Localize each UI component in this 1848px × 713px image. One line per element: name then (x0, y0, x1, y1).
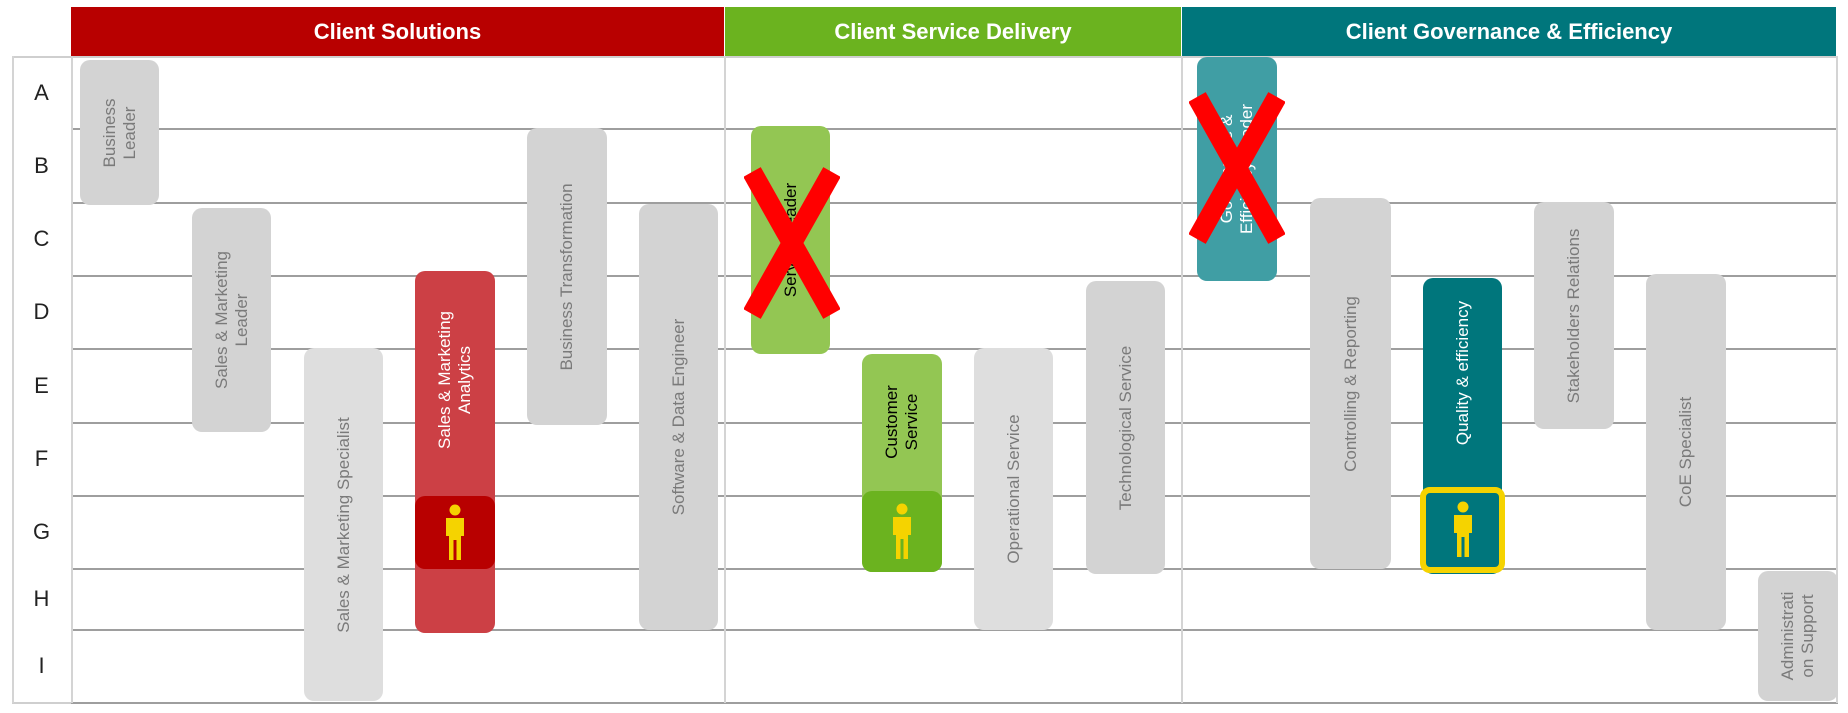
grid-line (71, 629, 1838, 631)
role-label: Customer Service (882, 384, 921, 459)
person-tile-customer-service (862, 491, 942, 572)
role-business-transformation: Business Transformation (527, 128, 607, 425)
role-software-data-engineer: Software & Data Engineer (639, 204, 718, 630)
role-label: Controlling & Reporting (1340, 295, 1360, 472)
role-label: Business Transformation (557, 182, 576, 371)
person-icon (1453, 501, 1472, 557)
grid-line-bottom-label (12, 702, 71, 704)
row-label-f: F (34, 445, 49, 471)
grid-line (71, 495, 1838, 497)
role-administration-support: Administrati on Support (1758, 571, 1838, 701)
row-label-h: H (33, 585, 50, 611)
grid-line (71, 202, 1838, 204)
role-sales-marketing-leader: Sales & Marketing Leader (192, 208, 271, 432)
grid-line (71, 275, 1838, 277)
row-label-c: C (33, 225, 50, 251)
row-label-e: E (34, 372, 49, 398)
grid-line (71, 422, 1838, 424)
person-icon (446, 504, 464, 560)
header-client-solutions: Client Solutions (71, 7, 724, 56)
header-client-governance-efficiency: Client Governance & Efficiency (1182, 7, 1836, 56)
row-label-b: B (34, 152, 49, 178)
grid-border-left (12, 56, 14, 703)
grid-divider-delivery (1181, 56, 1183, 703)
role-label: Governance & Efficiency Leader (1217, 103, 1256, 235)
grid-divider-solutions (724, 56, 726, 703)
role-label: Software & Data Engineer (668, 318, 688, 516)
role-label: Sales & Marketing Specialist (333, 416, 353, 633)
role-governance-efficiency-leader: Governance & Efficiency Leader (1197, 57, 1277, 281)
role-label: Technological Service (1115, 345, 1135, 510)
person-icon (893, 503, 911, 559)
role-controlling-reporting: Controlling & Reporting (1310, 198, 1391, 569)
role-label: Sales & Marketing Analytics (435, 310, 474, 449)
row-label-g: G (32, 518, 51, 544)
grid-line-top (12, 56, 1838, 58)
role-label: CoE Specialist (1676, 396, 1695, 508)
role-label: Quality & efficiency (1452, 300, 1472, 445)
role-label: Administrati on Support (1778, 591, 1817, 681)
role-label: Operational Service (1003, 414, 1023, 564)
header-client-service-delivery: Client Service Delivery (725, 7, 1181, 56)
role-sales-marketing-specialist: Sales & Marketing Specialist (304, 348, 383, 701)
person-tile-sales-analytics (415, 496, 495, 569)
grid-border-right (1836, 56, 1838, 703)
role-label: Business Leader (99, 98, 139, 167)
row-label-d: D (33, 298, 50, 324)
role-sales-marketing-analytics: Sales & Marketing Analytics (415, 271, 495, 633)
role-coe-specialist: CoE Specialist (1646, 274, 1726, 630)
grid-line-bottom (71, 702, 1838, 704)
row-label-a: A (34, 79, 49, 105)
row-label-i: I (38, 652, 45, 678)
role-technological-service: Technological Service (1086, 281, 1165, 574)
grid-border-labels (71, 56, 73, 703)
grid-line (71, 568, 1838, 570)
grid-line (71, 128, 1838, 130)
role-label: Sales & Marketing Leader (211, 251, 251, 389)
role-business-leader: Business Leader (80, 60, 159, 205)
role-service-leader: Service Leader (751, 126, 830, 354)
grid-line (71, 348, 1838, 350)
person-tile-quality-efficiency (1420, 487, 1505, 573)
role-stakeholders-relations: Stakeholders Relations (1534, 202, 1614, 429)
role-operational-service: Operational Service (974, 348, 1053, 630)
role-label: Service Leader (780, 182, 800, 298)
role-label: Stakeholders Relations (1564, 228, 1583, 403)
